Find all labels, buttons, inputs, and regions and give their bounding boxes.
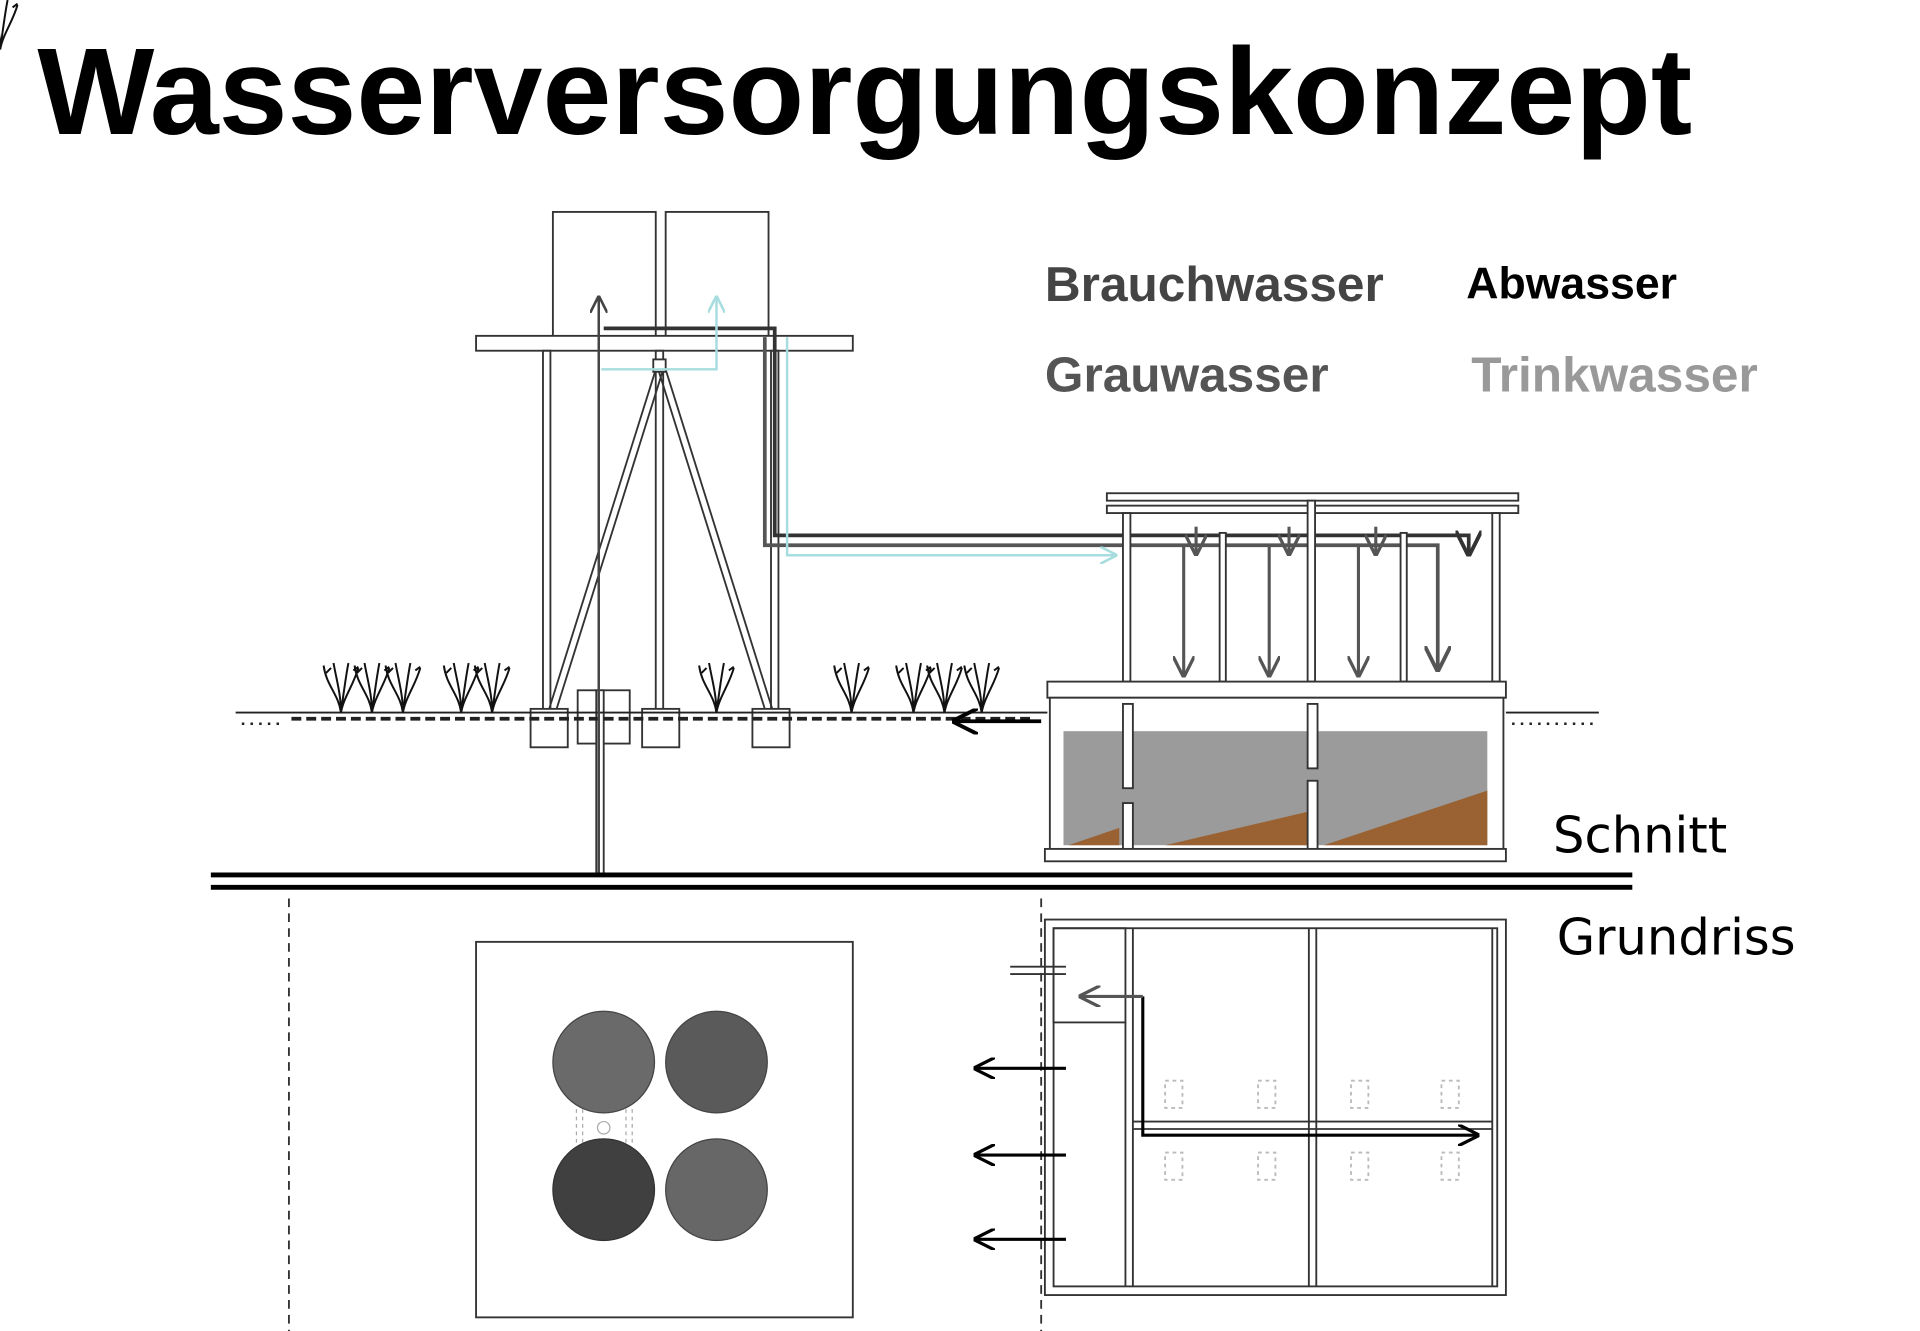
legend-abwasser: Abwasser: [1466, 260, 1677, 309]
dashed-guides: [287, 898, 1043, 1331]
cistern-section: [1043, 492, 1520, 863]
tank-plan-1: [552, 1010, 656, 1114]
brauchwasser-pipe: [603, 326, 1469, 554]
cistern-plan: [975, 918, 1507, 1296]
sediment: [1068, 790, 1488, 846]
legend-trinkwasser: Trinkwasser: [1471, 347, 1758, 403]
water-tower-section: [475, 210, 854, 875]
legend-grauwasser: Grauwasser: [1045, 347, 1329, 403]
tank-plan-2: [665, 1010, 768, 1114]
tank-left: [551, 210, 657, 339]
trinkwasser-riser: [601, 297, 716, 371]
plants: [0, 0, 1001, 714]
platform: [475, 334, 854, 352]
plan-label: Grundriss: [1557, 908, 1796, 966]
legend: Brauchwasser Abwasser Grauwasser Trinkwa…: [1045, 256, 1758, 402]
page-title: Wasserversorgungskonzept: [37, 23, 1692, 161]
ground: [235, 711, 1599, 725]
trinkwasser-pipe: [785, 337, 1115, 555]
section-label: Schnitt: [1553, 807, 1727, 865]
grauwasser-pipe: [762, 337, 1438, 669]
tank-plan-3: [552, 1138, 656, 1242]
tank-plan-4: [665, 1138, 768, 1242]
section-plan-divider: [210, 872, 1633, 890]
tower-plan: [475, 940, 854, 1319]
legend-brauchwasser: Brauchwasser: [1045, 256, 1384, 312]
